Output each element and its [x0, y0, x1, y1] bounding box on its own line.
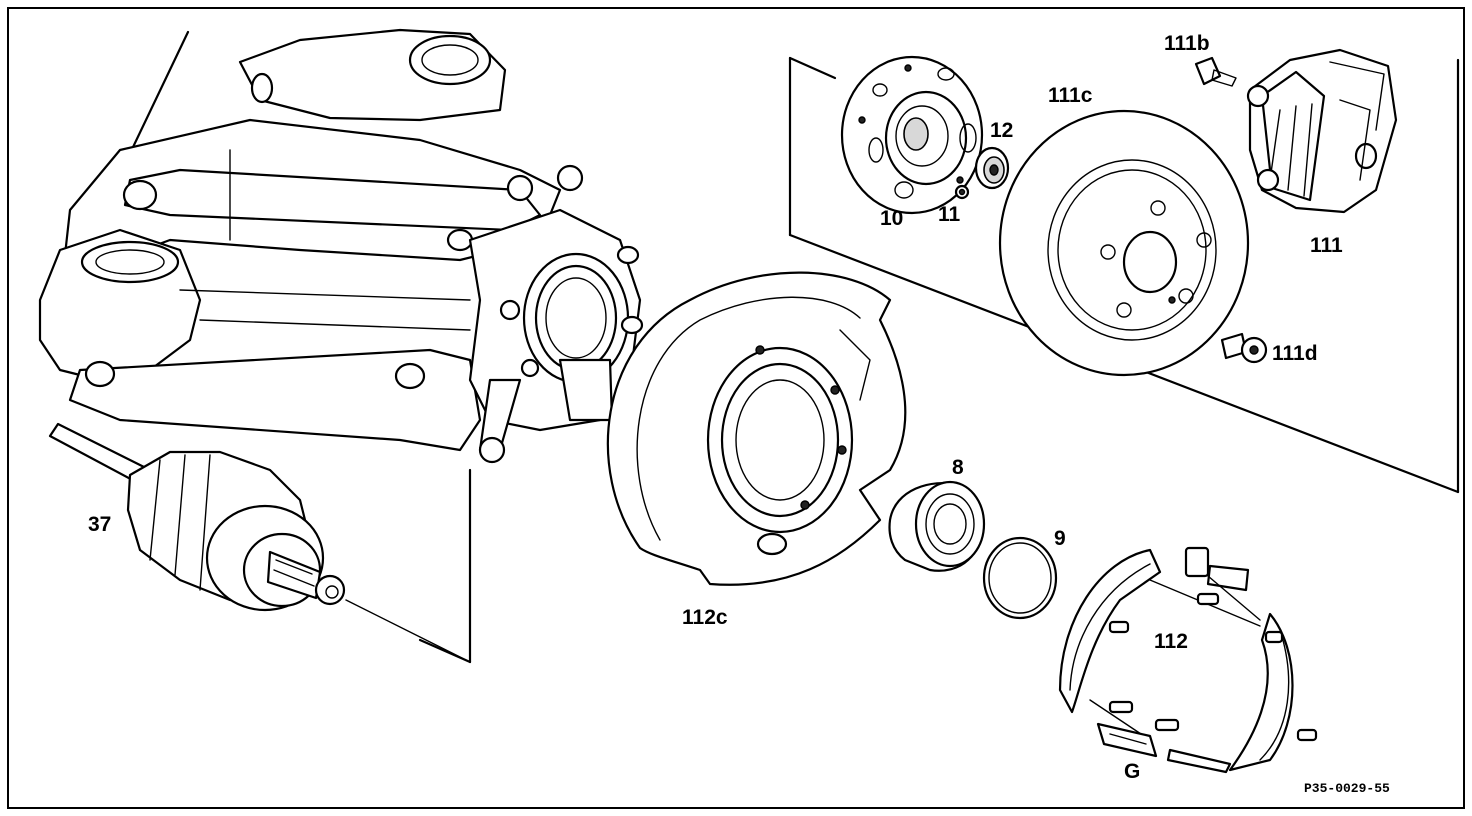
figure-border — [7, 7, 1465, 809]
drive-shaft-37 — [48, 422, 471, 663]
parking-brake-shoes-112 — [1058, 546, 1318, 774]
dust-shield-112c — [606, 271, 907, 586]
label-G: G — [1124, 760, 1140, 783]
label-9: 9 — [1054, 527, 1066, 550]
label-10: 10 — [880, 207, 903, 230]
nut-12 — [974, 146, 1010, 190]
brake-caliper-111 — [1246, 48, 1398, 214]
label-111d: 111d — [1272, 342, 1318, 365]
label-11: 11 — [938, 203, 961, 226]
wheel-bearing-8 — [888, 480, 986, 572]
label-112c: 112c — [682, 606, 728, 629]
wheel-hub-10 — [840, 55, 984, 215]
circlip-9 — [982, 536, 1058, 620]
label-12: 12 — [990, 119, 1013, 142]
label-111: 111 — [1310, 234, 1343, 257]
bolt-111d — [1220, 332, 1268, 364]
brake-disc-111c — [998, 109, 1250, 377]
label-112: 112 — [1154, 630, 1188, 653]
label-8: 8 — [952, 456, 964, 479]
caliper-bolt-111b — [1194, 56, 1237, 87]
figure-code: P35-0029-55 — [1304, 781, 1390, 796]
label-111c: 111c — [1048, 84, 1093, 107]
label-111b: 111b — [1164, 32, 1210, 55]
label-37: 37 — [88, 513, 111, 536]
suspension-subframe — [38, 28, 644, 664]
bolt-11 — [954, 184, 970, 200]
